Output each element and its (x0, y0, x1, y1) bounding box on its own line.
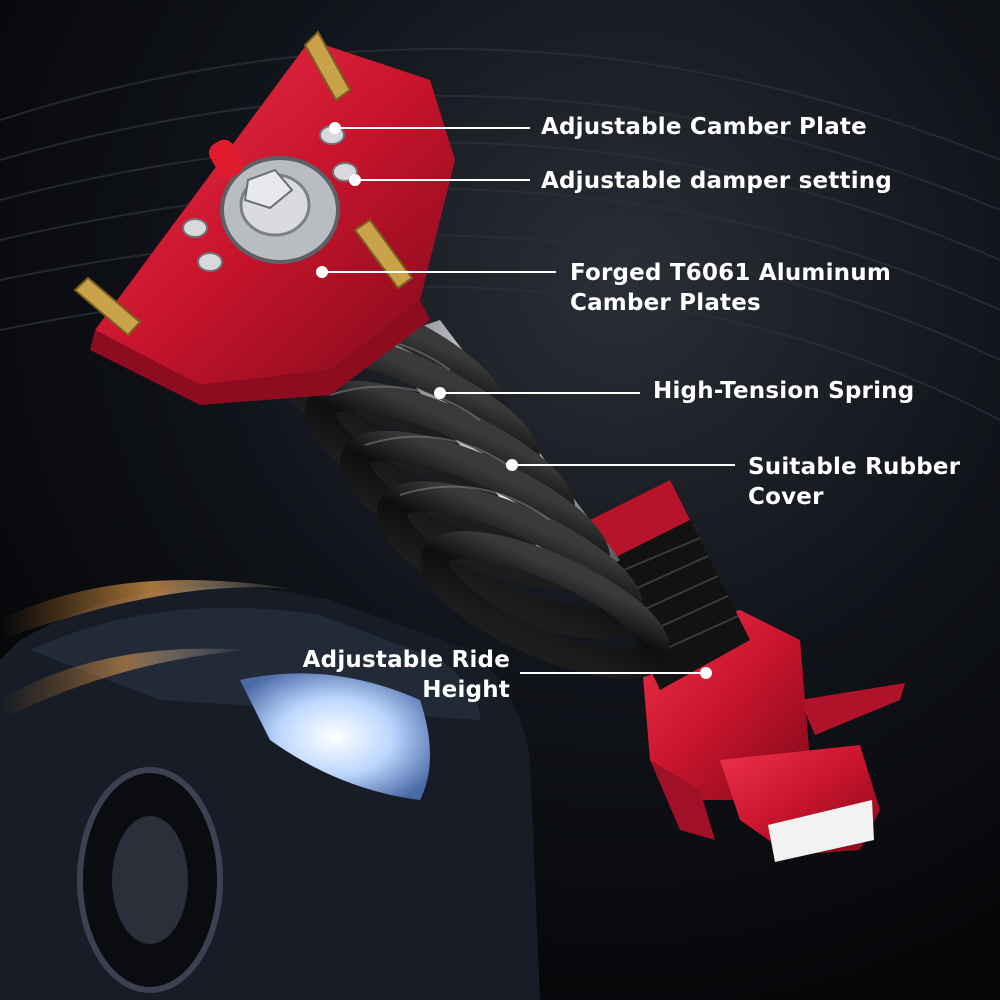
background-swoosh-lines (0, 47, 1000, 421)
callout-ride-height-line2: Height (422, 677, 510, 703)
callout-aluminum-plates-line2: Camber Plates (570, 290, 761, 316)
callout-spring: High-Tension Spring (653, 376, 914, 406)
callout-ride-height-line1: Adjustable Ride (302, 647, 510, 673)
callout-damper-setting: Adjustable damper setting (541, 166, 892, 196)
callout-rubber-cover-line1: Suitable Rubber (748, 454, 961, 480)
callout-camber-plate-label: Adjustable Camber Plate (541, 114, 867, 140)
damper-nut (243, 168, 294, 210)
plate-bolts (182, 125, 358, 272)
camber-plate (73, 30, 455, 405)
callout-rubber-cover-line2: Cover (748, 484, 824, 510)
callout-aluminum-plates-line1: Forged T6061 Aluminum (570, 260, 891, 286)
callout-aluminum-plates: Forged T6061 Aluminum Camber Plates (570, 258, 891, 318)
callout-camber-plate: Adjustable Camber Plate (541, 112, 867, 142)
brand-label (768, 800, 874, 862)
light-streak (0, 580, 300, 640)
damper-adjuster-knob (208, 139, 244, 179)
callout-spring-label: High-Tension Spring (653, 378, 915, 404)
callout-damper-setting-label: Adjustable damper setting (541, 168, 893, 194)
car-silhouette (0, 580, 540, 1000)
callout-rubber-cover: Suitable Rubber Cover (748, 452, 960, 512)
headlight (240, 673, 430, 800)
callout-ride-height: Adjustable Ride Height (303, 645, 510, 705)
lower-mount (640, 610, 905, 862)
callout-leaders (316, 122, 735, 679)
